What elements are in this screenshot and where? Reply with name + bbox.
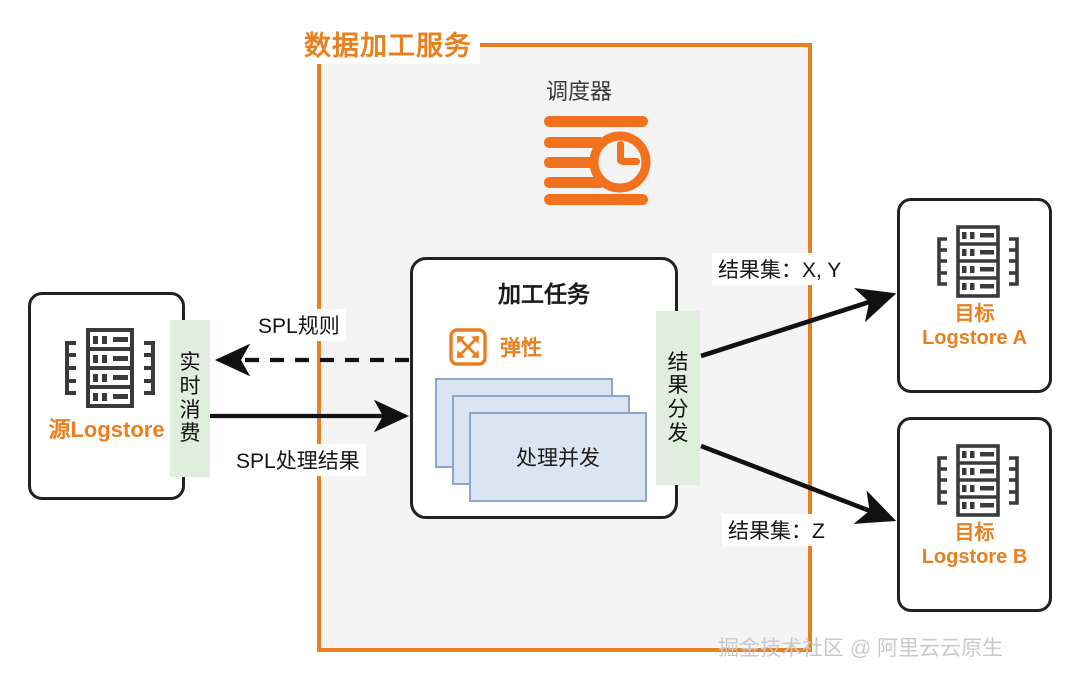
target-a-line2: Logstore A bbox=[922, 326, 1027, 349]
target-logstore-b-box[interactable]: 目标 Logstore B bbox=[897, 417, 1052, 612]
elasticity-label: 弹性 bbox=[500, 337, 542, 360]
target-logstore-a-box[interactable]: 目标 Logstore A bbox=[897, 198, 1052, 393]
expand-arrows-icon bbox=[449, 328, 487, 366]
target-b-line2: Logstore B bbox=[921, 545, 1028, 568]
target-logstore-b-label: 目标 Logstore B bbox=[900, 522, 1049, 569]
target-b-line1: 目标 bbox=[954, 522, 995, 544]
dispatch-char-1: 结 bbox=[667, 350, 689, 374]
realtime-char-4: 费 bbox=[179, 422, 201, 446]
scheduler-clock-icon bbox=[543, 113, 656, 206]
watermark: 掘金技术社区 @ 阿里云云原生 bbox=[718, 637, 1003, 660]
processing-task-title: 加工任务 bbox=[498, 281, 590, 307]
server-rack-icon bbox=[62, 325, 158, 411]
realtime-char-2: 时 bbox=[179, 374, 201, 398]
result-dispatch-tab: 结 果 分 发 bbox=[656, 311, 700, 485]
source-logstore-box[interactable]: 源Logstore bbox=[28, 292, 185, 500]
processing-task-box[interactable]: 加工任务 bbox=[410, 257, 678, 519]
realtime-consume-tab: 实 时 消 费 bbox=[170, 320, 210, 477]
service-title: 数据加工服务 bbox=[296, 31, 480, 64]
target-a-line1: 目标 bbox=[954, 303, 995, 325]
dispatch-char-2: 果 bbox=[667, 374, 689, 398]
concurrency-card-front: 处理并发 bbox=[469, 412, 647, 502]
server-rack-icon bbox=[935, 442, 1021, 520]
target-logstore-a-label: 目标 Logstore A bbox=[900, 303, 1049, 350]
result-set-a-label: 结果集：X, Y bbox=[712, 253, 848, 285]
result-set-b-label: 结果集：Z bbox=[722, 514, 831, 546]
server-rack-icon bbox=[935, 223, 1021, 301]
dispatch-char-3: 分 bbox=[667, 398, 689, 421]
concurrency-label: 处理并发 bbox=[516, 447, 600, 470]
spl-result-label: SPL处理结果 bbox=[230, 444, 366, 476]
spl-rule-label: SPL规则 bbox=[252, 309, 346, 341]
realtime-char-3: 消 bbox=[179, 398, 201, 422]
dispatch-char-4: 发 bbox=[667, 421, 689, 445]
concurrency-card-stack: 处理并发 bbox=[435, 378, 657, 503]
realtime-char-1: 实 bbox=[179, 351, 201, 375]
source-logstore-label: 源Logstore bbox=[48, 417, 165, 442]
elasticity-row: 弹性 bbox=[449, 328, 542, 366]
scheduler-label: 调度器 bbox=[546, 79, 613, 104]
